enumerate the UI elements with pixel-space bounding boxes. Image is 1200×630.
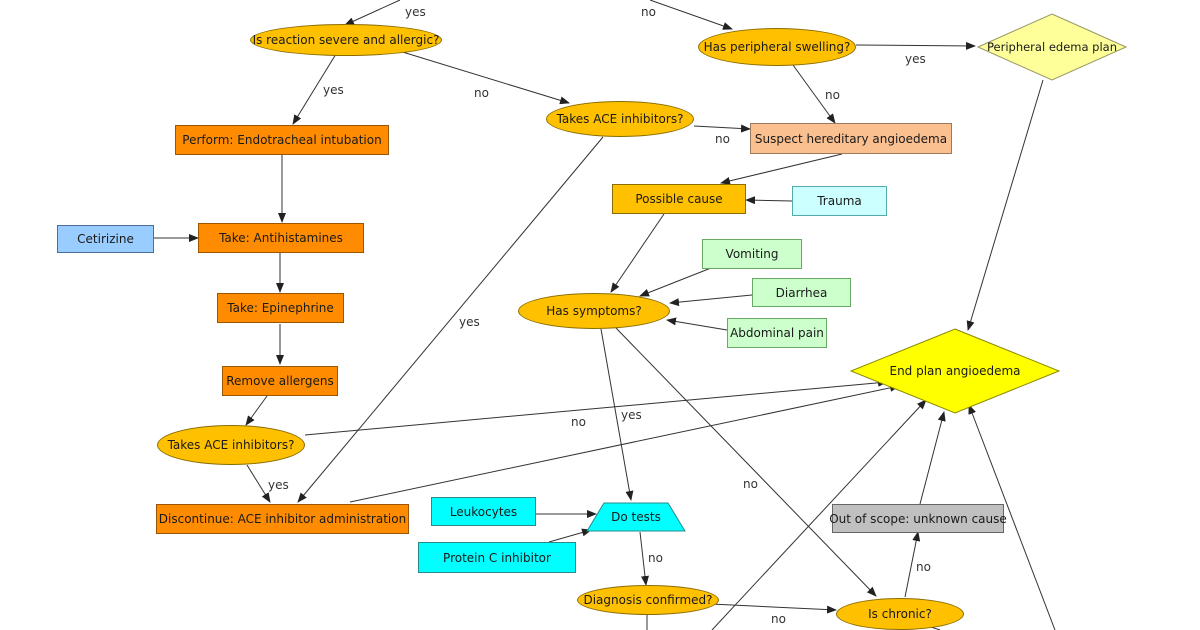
node-suspect-hereditary[interactable]: Suspect hereditary angioedema xyxy=(750,123,952,154)
edge-label-ace-left-yes: yes xyxy=(268,478,289,492)
edge-diagnosis-chronic xyxy=(710,603,837,614)
edge-trauma-cause xyxy=(745,196,793,205)
node-out-of-scope[interactable]: Out of scope: unknown cause xyxy=(829,504,1007,533)
node-peripheral-edema-plan[interactable]: Peripheral edema plan xyxy=(977,13,1127,81)
node-label: Peripheral edema plan xyxy=(987,40,1117,54)
edge-abdominal-symptoms xyxy=(666,317,728,331)
node-diagnosis-confirmed[interactable]: Diagnosis confirmed? xyxy=(577,585,719,615)
edge-label-swelling-yes: yes xyxy=(905,52,926,66)
node-has-symptoms[interactable]: Has symptoms? xyxy=(518,293,670,329)
node-discontinue-ace[interactable]: Discontinue: ACE inhibitor administratio… xyxy=(156,504,409,534)
edge-label-swelling-no: no xyxy=(825,88,840,102)
trapezoid-shape xyxy=(586,502,686,532)
node-peripheral-swelling[interactable]: Has peripheral swelling? xyxy=(698,28,856,66)
edge-ace-left-end xyxy=(304,378,888,436)
edge-label-top-yes: yes xyxy=(405,5,426,19)
edge-vomiting-symptoms xyxy=(639,267,712,297)
edge-hereditary-cause xyxy=(720,153,843,185)
edge-chronic-outofscope xyxy=(904,531,921,598)
edge-ace-top-discontinue xyxy=(297,136,604,503)
edge-cause-symptoms xyxy=(610,213,665,293)
edge-label-top-no: no xyxy=(641,5,656,19)
node-label: Do tests xyxy=(611,510,661,524)
node-is-chronic[interactable]: Is chronic? xyxy=(836,598,964,630)
edge-top-no xyxy=(649,0,733,30)
edge-outofscope-end xyxy=(919,411,946,505)
node-perform-intubation[interactable]: Perform: Endotracheal intubation xyxy=(175,125,389,155)
node-end-plan[interactable]: End plan angioedema xyxy=(850,328,1060,414)
node-abdominal-pain[interactable]: Abdominal pain xyxy=(727,318,827,348)
edge-ace-top-hereditary xyxy=(693,124,751,133)
node-takes-ace-top[interactable]: Takes ACE inhibitors? xyxy=(546,101,694,137)
node-label: End plan angioedema xyxy=(889,364,1021,378)
edge-label-ace-top-yes: yes xyxy=(459,315,480,329)
edge-bottomright-end xyxy=(968,404,1056,630)
edge-label-diag-no: no xyxy=(771,612,786,626)
node-reaction-severe[interactable]: Is reaction severe and allergic? xyxy=(250,24,442,56)
edge-severe-yes xyxy=(292,53,337,125)
edge-label-ace-left-no: no xyxy=(571,415,586,429)
edge-discontinue-end xyxy=(349,383,900,503)
edge-label-chronic-no: no xyxy=(916,560,931,574)
node-take-antihistamines[interactable]: Take: Antihistamines xyxy=(198,223,364,253)
edge-symptoms-chronic xyxy=(615,327,877,597)
node-do-tests[interactable]: Do tests xyxy=(586,502,686,532)
node-cetirizine[interactable]: Cetirizine xyxy=(57,225,154,253)
edge-label-ace-top-no: no xyxy=(715,132,730,146)
node-take-epinephrine[interactable]: Take: Epinephrine xyxy=(217,293,344,323)
edge-tests-diagnosis xyxy=(639,531,649,586)
diamond-shape xyxy=(977,13,1127,81)
edge-symptoms-tests xyxy=(600,328,634,501)
edge-proteinc-tests xyxy=(548,528,592,543)
edge-label-severe-no: no xyxy=(474,86,489,100)
edge-severe-no xyxy=(395,49,570,105)
node-remove-allergens[interactable]: Remove allergens xyxy=(222,366,338,396)
edge-label-severe-yes: yes xyxy=(323,83,344,97)
node-trauma[interactable]: Trauma xyxy=(792,186,887,216)
edge-label-symptoms-no: no xyxy=(743,477,758,491)
node-diarrhea[interactable]: Diarrhea xyxy=(752,278,851,307)
edge-label-symptoms-yes: yes xyxy=(621,408,642,422)
edge-bottom-end xyxy=(711,399,927,630)
node-leukocytes[interactable]: Leukocytes xyxy=(431,497,536,526)
node-vomiting[interactable]: Vomiting xyxy=(702,239,802,269)
edge-swelling-yes xyxy=(855,41,976,50)
edge-top-yes xyxy=(344,0,401,26)
edge-swelling-no xyxy=(792,64,836,124)
edge-label-tests-no: no xyxy=(648,551,663,565)
edge-edemaplan-end xyxy=(966,79,1044,331)
edge-ace-left-discontinue xyxy=(246,464,271,503)
edge-remove-ace-left xyxy=(245,395,268,426)
node-possible-cause[interactable]: Possible cause xyxy=(612,184,746,214)
node-protein-c[interactable]: Protein C inhibitor xyxy=(418,542,576,573)
node-takes-ace-left[interactable]: Takes ACE inhibitors? xyxy=(157,425,305,465)
diamond-shape xyxy=(850,328,1060,414)
edge-diarrhea-symptoms xyxy=(669,294,753,307)
